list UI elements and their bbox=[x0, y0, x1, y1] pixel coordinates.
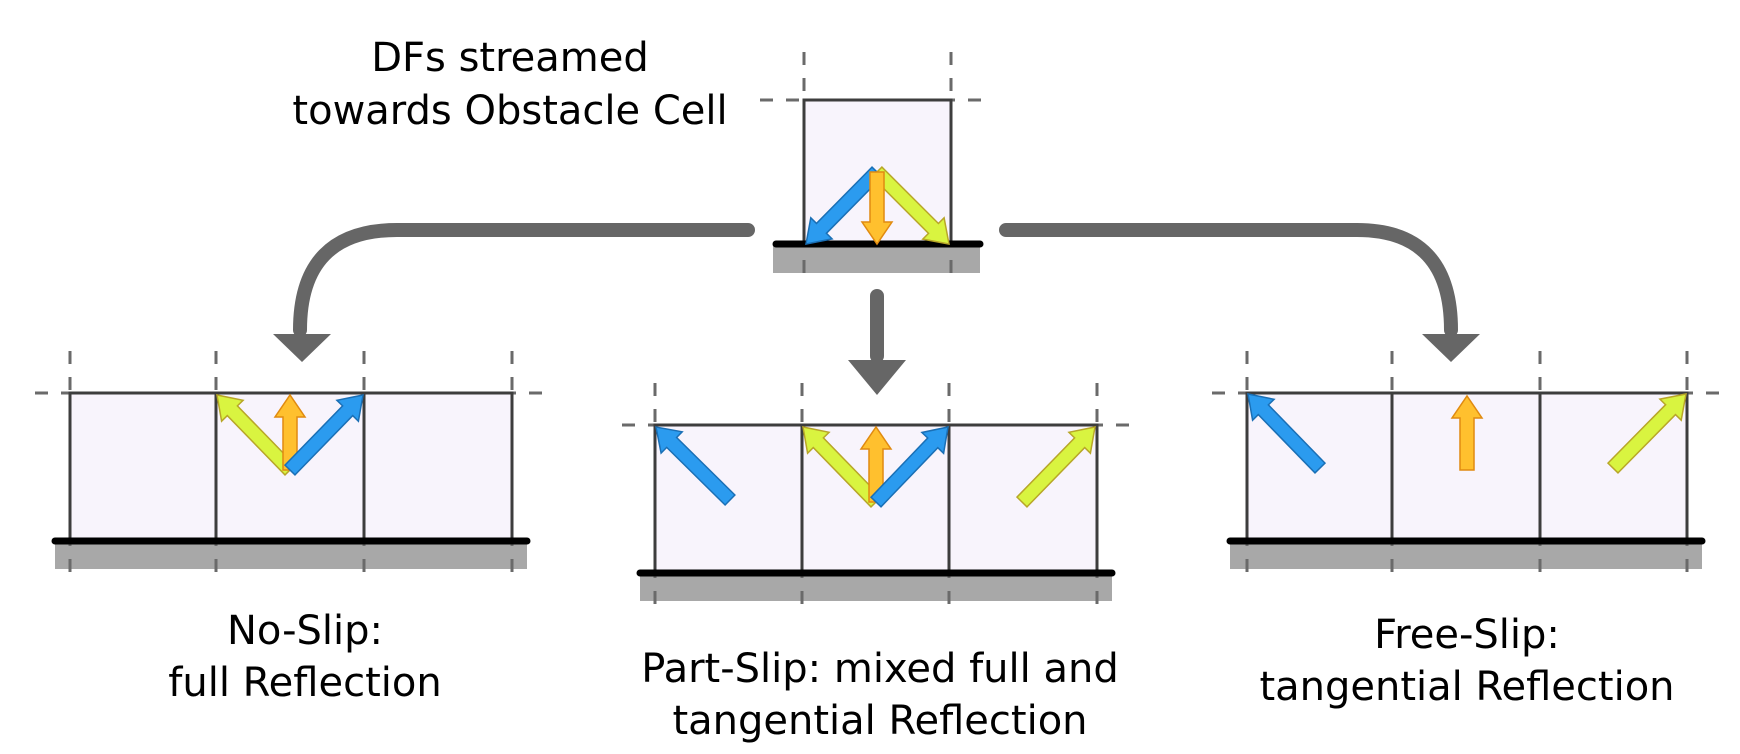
flow-arrow-left bbox=[293, 223, 755, 337]
df-arrow-tangential-right bbox=[1015, 426, 1096, 508]
distribution-function-arrow-icon bbox=[1015, 426, 1096, 508]
distribution-function-arrow-icon bbox=[1450, 394, 1484, 471]
source-cell-group: DFs streamed towards Obstacle Cell bbox=[292, 35, 990, 280]
distribution-function-arrow-icon bbox=[871, 166, 950, 245]
flow-arrow-icon bbox=[273, 334, 331, 362]
df-arrow-reflected-diagonal-left bbox=[802, 426, 883, 508]
distribution-function-arrow-icon bbox=[1247, 393, 1327, 474]
part-slip-label-line2: tangential Reflection bbox=[672, 698, 1087, 744]
no-slip-label-line2: full Reflection bbox=[168, 660, 441, 706]
df-arrow-reflected-diagonal-right bbox=[869, 426, 949, 508]
df-arrow-reflected-normal bbox=[273, 393, 307, 471]
distribution-function-arrow-icon bbox=[283, 394, 364, 476]
df-arrow-tangential-left bbox=[655, 426, 736, 507]
part-slip-label-line1: Part-Slip: mixed full and bbox=[641, 646, 1118, 692]
free-slip-label-line1: Free-Slip: bbox=[1374, 612, 1560, 658]
distribution-function-arrow-icon bbox=[859, 425, 893, 503]
distribution-function-arrow-icon bbox=[802, 426, 883, 508]
wall-shadow bbox=[773, 243, 980, 273]
df-arrow-diagonal-right bbox=[871, 166, 950, 245]
df-arrow-reflected-normal bbox=[859, 425, 893, 503]
fluid-cell bbox=[362, 391, 514, 541]
no-slip-label-line1: No-Slip: bbox=[227, 608, 383, 654]
wall-shadow bbox=[1230, 541, 1702, 569]
distribution-function-arrow-icon bbox=[860, 171, 894, 246]
free-slip-label-line2: tangential Reflection bbox=[1259, 664, 1674, 710]
distribution-function-arrow-icon bbox=[216, 394, 297, 476]
flow-arrow-icon bbox=[848, 360, 906, 395]
df-arrow-tangential-right bbox=[1606, 393, 1687, 474]
no-slip-group: No-Slip: full Reflection bbox=[35, 351, 550, 706]
source-label-line1: DFs streamed bbox=[371, 35, 649, 81]
flow-arrow-right bbox=[999, 223, 1458, 337]
df-arrow-normal bbox=[1450, 394, 1484, 471]
df-arrow-reflected-diagonal-right bbox=[283, 394, 364, 476]
free-slip-group: Free-Slip: tangential Reflection bbox=[1212, 351, 1725, 710]
distribution-function-arrow-icon bbox=[1606, 393, 1687, 474]
flow-arrows bbox=[273, 223, 1480, 395]
part-slip-group: Part-Slip: mixed full and tangential Ref… bbox=[622, 383, 1135, 744]
df-arrow-reflected-diagonal-left bbox=[216, 394, 297, 476]
wall-shadow bbox=[640, 573, 1112, 601]
distribution-function-arrow-icon bbox=[655, 426, 736, 507]
df-arrow-tangential-left bbox=[1247, 393, 1327, 474]
source-label-line2: towards Obstacle Cell bbox=[292, 88, 727, 134]
distribution-function-arrow-icon bbox=[273, 393, 307, 471]
fluid-cell bbox=[68, 391, 218, 541]
distribution-function-arrow-icon bbox=[869, 426, 949, 508]
df-arrow-normal bbox=[860, 171, 894, 246]
wall-shadow bbox=[55, 541, 527, 569]
flow-arrow-icon bbox=[1422, 334, 1480, 362]
